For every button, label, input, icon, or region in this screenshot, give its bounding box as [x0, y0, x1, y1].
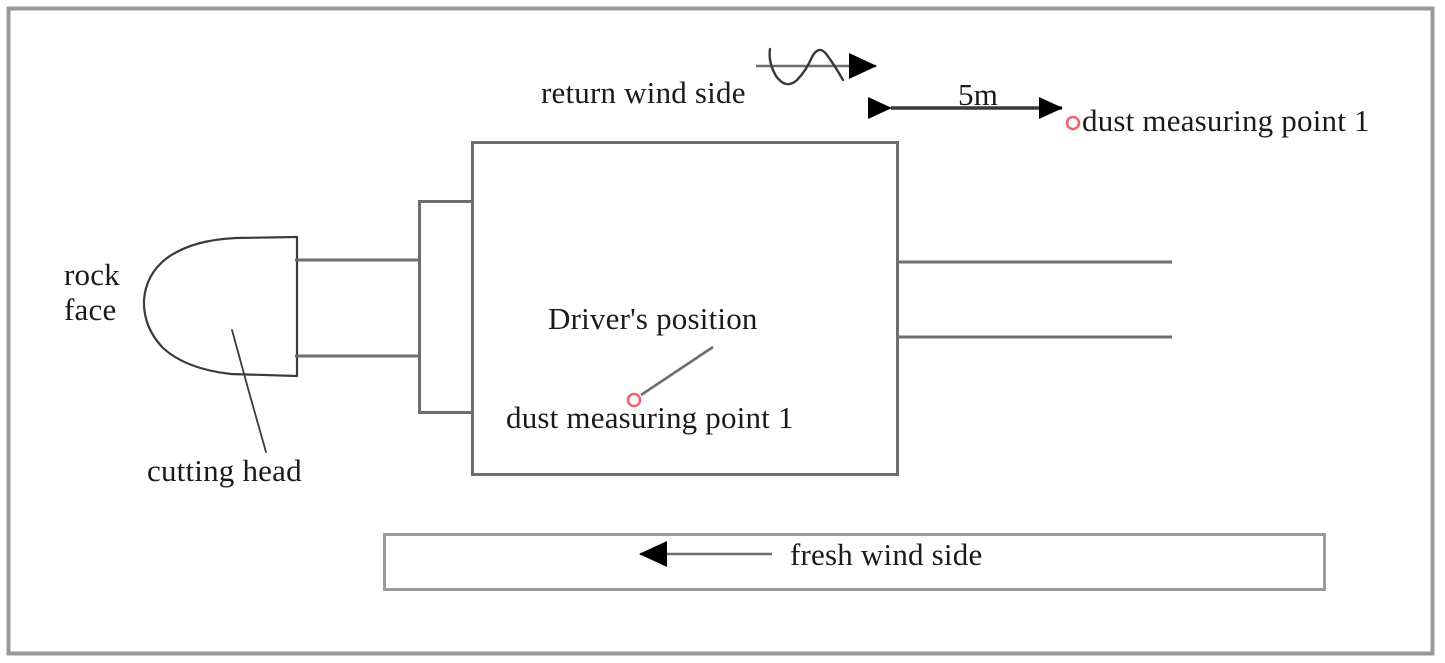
label-cutting-head: cutting head [147, 453, 302, 488]
air-duct [383, 533, 1326, 591]
label-dust-measuring-point-right: dust measuring point 1 [1082, 103, 1370, 138]
label-distance-5m: 5m [958, 77, 999, 112]
machine-body [471, 141, 899, 476]
label-rock-face: rock face [64, 257, 120, 327]
cutting-head-leader-line [231, 329, 267, 453]
label-fresh-wind-side: fresh wind side [790, 537, 983, 572]
dust-measuring-point-marker-center [626, 392, 642, 408]
label-driver-position: Driver's position [548, 301, 758, 336]
return-wind-wave-icon [768, 47, 845, 86]
driver-position-leader-line [640, 345, 714, 397]
label-dust-measuring-point-center: dust measuring point 1 [506, 400, 794, 435]
dust-measuring-point-marker-right [1065, 115, 1081, 131]
label-return-wind-side: return wind side [541, 75, 746, 110]
outer-frame [6, 6, 1435, 656]
turret-block [418, 200, 474, 414]
cutting-head-shape [142, 235, 299, 378]
